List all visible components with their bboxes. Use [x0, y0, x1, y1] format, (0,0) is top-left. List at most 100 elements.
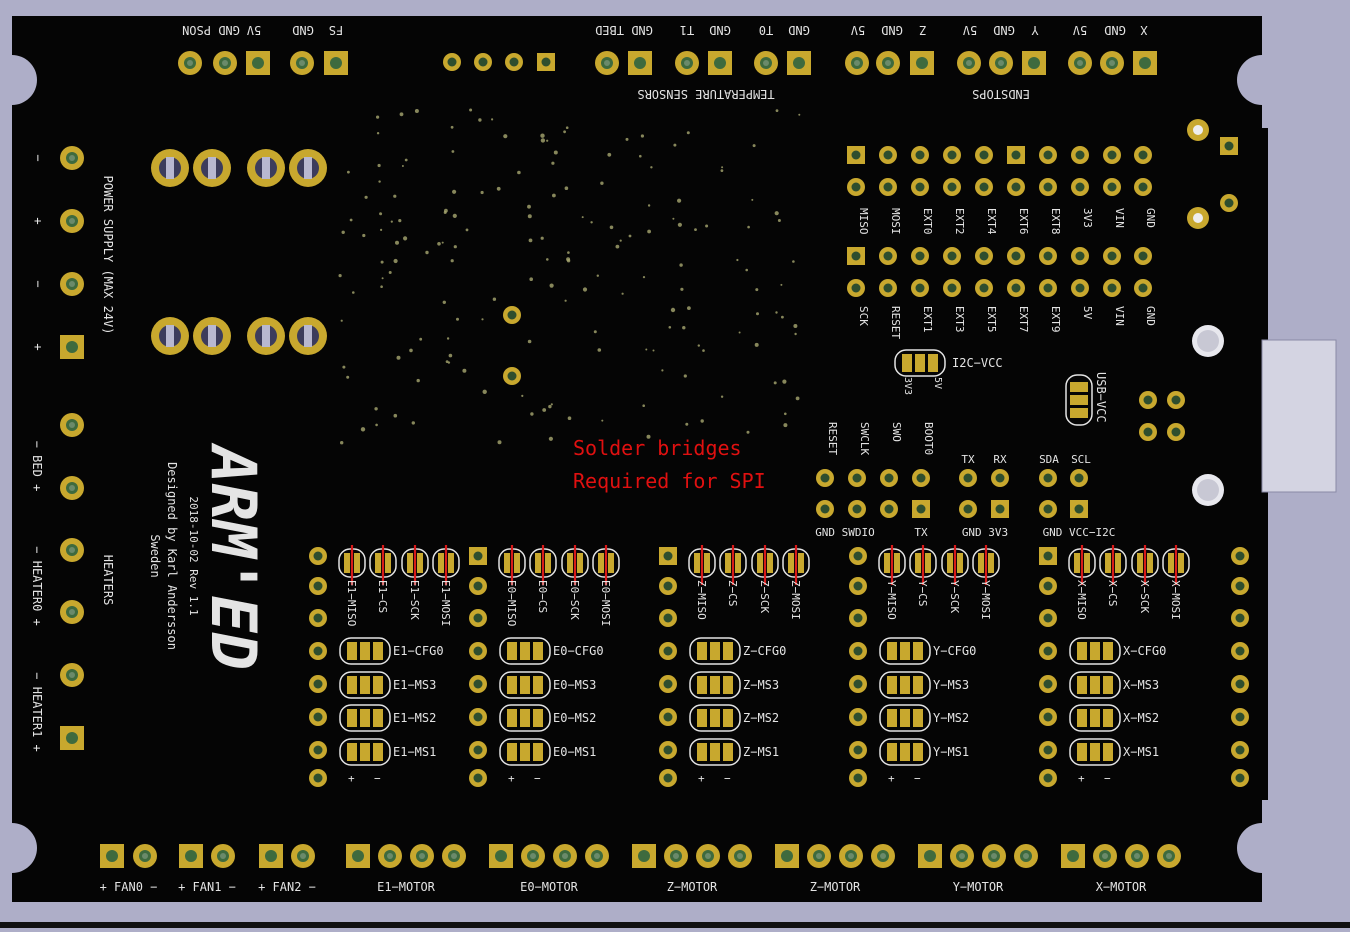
driver-spi-label: X−SCK: [1138, 580, 1151, 613]
driver-config-label: Z−MS2: [743, 711, 779, 725]
driver-config-label: Y−MS3: [933, 678, 969, 692]
header-top-label: MISO: [857, 208, 870, 235]
header-top-label: 3V3: [1081, 208, 1094, 228]
motor-label: E0−MOTOR: [520, 880, 579, 894]
label-y-gnd: GND: [993, 23, 1015, 37]
label-t1: T1: [680, 23, 694, 37]
header-top-label: EXT2: [953, 208, 966, 235]
motor-label: Z−MOTOR: [667, 880, 718, 894]
driver-config-label: X−MS3: [1123, 678, 1159, 692]
driver-spi-label: E0−CS: [536, 580, 549, 613]
header-bottom-label: EXT7: [1017, 306, 1030, 333]
psu-minus-1: −: [31, 154, 45, 161]
driver-config-label: X−MS1: [1123, 745, 1159, 759]
header-top-label: GND: [1144, 208, 1157, 228]
via-field: [338, 108, 801, 445]
debug-label: RESET: [826, 422, 839, 455]
motor-label: Y−MOTOR: [953, 880, 1004, 894]
driver-minus-label: −: [374, 772, 381, 785]
motor-label: X−MOTOR: [1096, 880, 1147, 894]
header-top-label: EXT8: [1049, 208, 1062, 235]
window-bottom-edge: [0, 922, 1350, 928]
driver-config-label: Y−MS2: [933, 711, 969, 725]
driver-config-label: X−CFG0: [1123, 644, 1166, 658]
driver-config-label: Y−MS1: [933, 745, 969, 759]
driver-spi-label: Y−MISO: [885, 580, 898, 620]
driver-spi-label: X−MISO: [1075, 580, 1088, 620]
label-tx: TX: [961, 453, 975, 466]
label-z-5v: 5V: [851, 23, 865, 37]
bed-label: − BED +: [30, 441, 44, 492]
top-labels: GND PSON 5V GND FS GND TBED T1 GND T0 GN…: [182, 23, 1148, 101]
label-z-gnd: GND: [881, 23, 903, 37]
driver-spi-label: Y−SCK: [948, 580, 961, 613]
driver-spi-label: Y−CS: [916, 580, 929, 607]
driver-config-label: E1−MS3: [393, 678, 436, 692]
driver-minus-label: −: [534, 772, 541, 785]
label-scl: SCL: [1071, 453, 1091, 466]
label-x-gnd: GND: [1104, 23, 1126, 37]
power-supply-label: POWER SUPPLY (MAX 24V): [101, 176, 115, 335]
header-bottom-label: GND: [1144, 306, 1157, 326]
header-bottom-label: EXT5: [985, 306, 998, 333]
driver-spi-label: Z−CS: [726, 580, 739, 607]
driver-spi-label: Z−SCK: [758, 580, 771, 613]
driver-config-label: X−MS2: [1123, 711, 1159, 725]
header-bottom-label: RESET: [889, 306, 902, 339]
label-t1-gnd: GND: [709, 23, 731, 37]
driver-config-label: E1−CFG0: [393, 644, 444, 658]
driver-plus-label: +: [508, 772, 515, 785]
driver-plus-label: +: [1078, 772, 1085, 785]
driver-spi-label: X−CS: [1106, 580, 1119, 607]
driver-plus-label: +: [888, 772, 895, 785]
motor-label: Z−MOTOR: [810, 880, 861, 894]
driver-spi-label: E1−MISO: [345, 580, 358, 626]
left-labels: POWER SUPPLY (MAX 24V) − BED + − HEATER0…: [30, 154, 115, 751]
label-gnd-vcc-i2c: GND VCC−I2C: [1043, 526, 1116, 539]
i2c-vcc-label: I2C−VCC: [952, 356, 1003, 370]
header-top-label: VIN: [1113, 208, 1126, 228]
header-top-label: EXT4: [985, 208, 998, 235]
driver-spi-label: E1−SCK: [408, 580, 421, 620]
usb-vcc-label: USB−VCC: [1094, 372, 1108, 423]
driver-plus-label: +: [348, 772, 355, 785]
label-x: X: [1140, 23, 1148, 37]
driver-config-label: E0−MS1: [553, 745, 596, 759]
logo-armed: ARM'ED: [197, 442, 270, 670]
solder-bridge-note-line2: Required for SPI: [573, 469, 766, 493]
header-bottom-label: VIN: [1113, 306, 1126, 326]
designed-by: Designed by Karl Andersson: [165, 462, 179, 650]
header-top-label: EXT0: [921, 208, 934, 235]
label-z: Z: [919, 23, 926, 37]
label-gnd-pson: GND PSON: [182, 23, 240, 37]
label-endstops: ENDSTOPS: [972, 87, 1030, 101]
bottom-connectors: [100, 844, 1181, 868]
driver-spi-label: E0−MISO: [505, 580, 518, 626]
label-gnd-3v3: GND 3V3: [962, 526, 1008, 539]
driver-config-label: E1−MS1: [393, 745, 436, 759]
driver-spi-label: Z−MOSI: [789, 580, 802, 620]
driver-spi-label: E1−CS: [376, 580, 389, 613]
debug-labels: TX RX SDA SCL GND SWDIO TX GND 3V3 GND V…: [815, 422, 1115, 539]
debug-label: SWO: [890, 422, 903, 442]
heater1-label: − HEATER1 +: [30, 672, 44, 751]
label-t0-gnd: GND: [788, 23, 810, 37]
v5-jumper-label: 5V: [932, 377, 943, 389]
driver-config-label: Y−CFG0: [933, 644, 976, 658]
driver-config-label: E1−MS2: [393, 711, 436, 725]
date-rev: 2018-10-02 Rev 1.1: [187, 496, 200, 615]
header-bottom-label: EXT3: [953, 306, 966, 333]
label-gnd-tbed: GND TBED: [595, 23, 653, 37]
expansion-labels: MISOSCKMOSIRESETEXT0EXT1EXT2EXT3EXT4EXT5…: [857, 208, 1157, 339]
motor-label: E1−MOTOR: [377, 880, 436, 894]
driver-spi-label: X−MOSI: [1169, 580, 1182, 620]
label-y-5v: 5V: [963, 23, 977, 37]
label-rx: RX: [993, 453, 1007, 466]
header-bottom-label: EXT9: [1049, 306, 1062, 333]
driver-config-label: Z−MS1: [743, 745, 779, 759]
solder-bridge-note-line1: Solder bridges: [573, 436, 742, 460]
driver-config-label: Z−MS3: [743, 678, 779, 692]
